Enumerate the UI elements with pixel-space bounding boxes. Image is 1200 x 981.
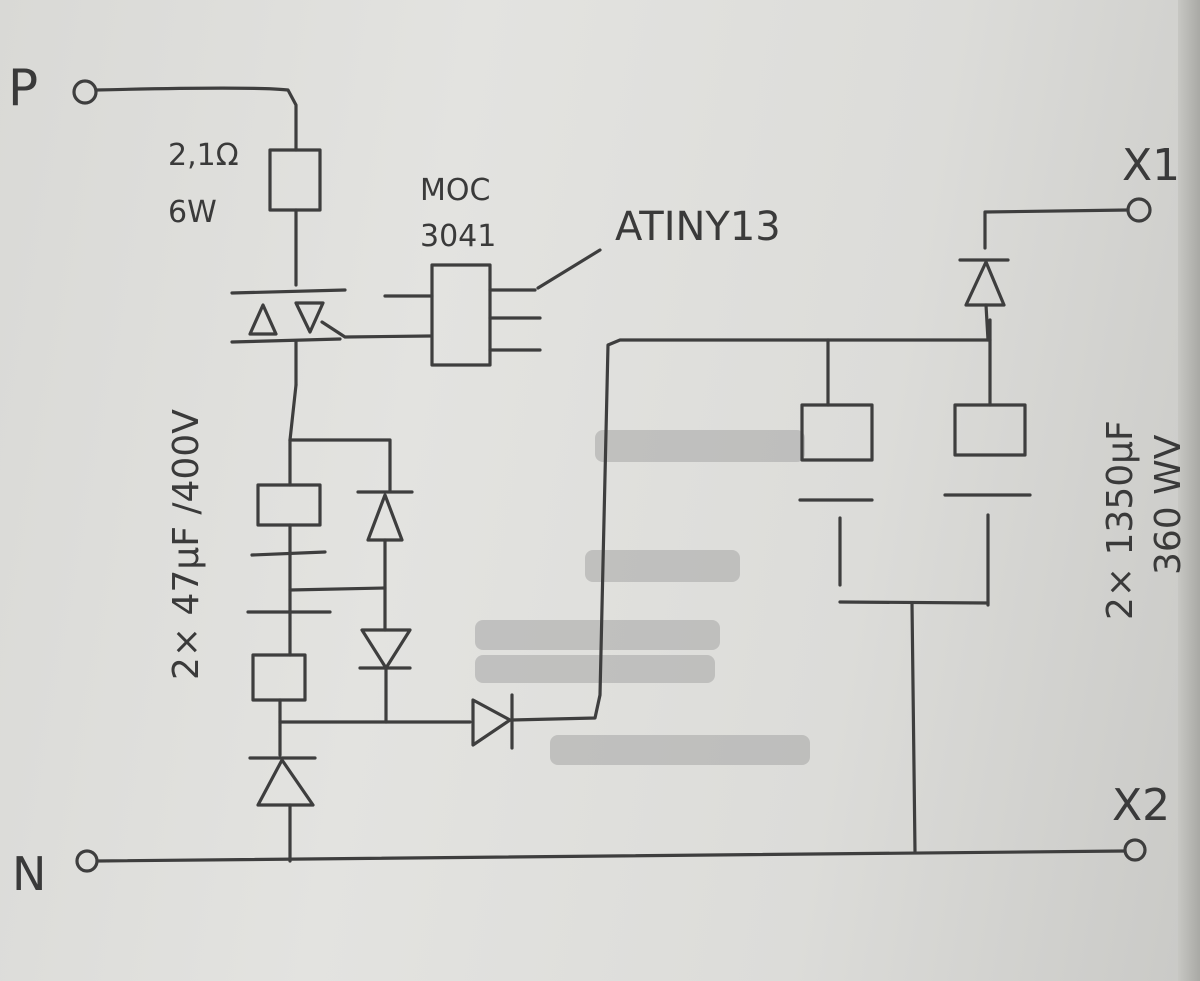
svg-text:360 WV: 360 WV — [1148, 434, 1189, 575]
svg-text:MOC: MOC — [420, 173, 490, 208]
svg-text:2,1Ω: 2,1Ω — [168, 138, 239, 173]
svg-text:P: P — [8, 59, 38, 117]
svg-text:2× 1350µF: 2× 1350µF — [1100, 420, 1141, 620]
wire-x1 — [983, 208, 1130, 250]
svg-text:X2: X2 — [1112, 780, 1170, 831]
output-capacitor-stage: 2× 1350µF 360 WV — [798, 318, 1189, 853]
terminal-p: P — [8, 59, 98, 117]
diode-1 — [356, 490, 414, 632]
input-capacitor-stage: 2× 47µF /400V — [166, 383, 392, 757]
diode-4 — [471, 338, 992, 750]
wire-n-bus — [95, 849, 1127, 863]
svg-text:ATINY13: ATINY13 — [615, 204, 781, 250]
svg-text:3041: 3041 — [420, 219, 496, 254]
svg-text:N: N — [12, 847, 46, 901]
diode-2 — [358, 628, 412, 724]
bleed-through — [475, 430, 810, 765]
wire-p-input — [94, 86, 298, 152]
svg-text:2× 47µF /400V: 2× 47µF /400V — [166, 409, 207, 680]
svg-text:X1: X1 — [1122, 140, 1180, 191]
terminal-x2: X2 — [1112, 780, 1170, 862]
diode-3 — [248, 756, 317, 863]
svg-text:6W: 6W — [168, 195, 217, 230]
terminal-n: N — [12, 847, 99, 901]
diode-5 — [958, 258, 1010, 342]
paper-edge — [1178, 0, 1200, 981]
resistor: 2,1Ω 6W — [168, 138, 322, 287]
optocoupler-moc3041: MOC 3041 ATINY13 — [383, 173, 781, 367]
terminal-x1: X1 — [1122, 140, 1180, 223]
triac — [230, 288, 432, 387]
